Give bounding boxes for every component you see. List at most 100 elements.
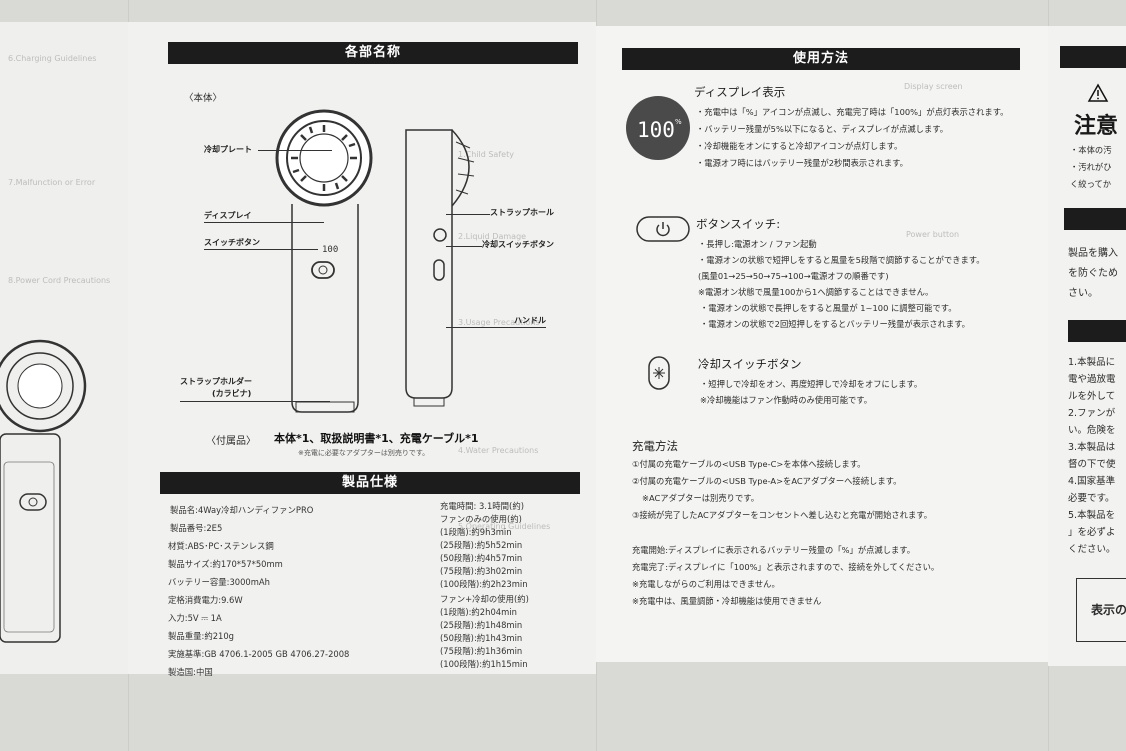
display-line: ・冷却機能をオンにすると冷却アイコンが点灯します。 (696, 141, 903, 151)
specs-title: 製品仕様 (160, 472, 580, 494)
rule-line: い。危険を (1068, 425, 1116, 436)
label-handle: ハンドル (514, 316, 546, 325)
rule-line: 必要です。 (1068, 493, 1115, 504)
spec-time-item: (25段階):約1h48min (440, 620, 523, 630)
button-line: ・電源オンの状態で短押しをすると風量を5段階で調節することができます。 (698, 255, 985, 265)
spec-time-item: (1段階):約2h04min (440, 607, 517, 617)
button-line: ・電源オンの状態で長押しをすると風量が 1~100 に調整可能です。 (700, 303, 957, 313)
spec-time-item: 充電時間: 3.1時間(約) (440, 501, 524, 511)
label-strap-holder: ストラップホルダー (180, 377, 252, 386)
faint-line: 1.Child Safety (458, 150, 514, 159)
faint-line: 4.Water Precautions (458, 446, 539, 455)
spec-item: バッテリー容量:3000mAh (168, 577, 270, 587)
faint-heading: 7.Malfunction or Error (8, 178, 96, 187)
label-cooling-switch: 冷却スイッチボタン (482, 240, 554, 249)
body-label: 〈本体〉 (184, 93, 223, 104)
display-line: ・充電中は「%」アイコンが点滅し、充電完了時は「100%」が点灯表示されます。 (696, 107, 1009, 117)
spec-item: 実施基準:GB 4706.1-2005 GB 4706.27-2008 (168, 649, 350, 659)
charging-line: ②付属の充電ケーブルの<USB Type-A>をACアダプターへ接続します。 (632, 476, 902, 486)
display-digits: 100 (322, 245, 338, 255)
rule-line: 5.本製品を (1068, 510, 1116, 521)
button-heading: ボタンスイッチ: (696, 217, 781, 231)
faint-heading: 6.Charging Guidelines (8, 54, 97, 63)
rule-line: ください。 (1068, 544, 1116, 555)
spec-item: 製品重量:約210g (168, 631, 234, 641)
charging-line: ③接続が完了したACアダプターをコンセントへ差し込むと充電が開始されます。 (632, 510, 933, 520)
spec-time-item: (1段階):約9h3min (440, 527, 512, 537)
fan-front-illustration: 100 (275, 109, 373, 413)
spec-item: 製品名:4Way冷却ハンディファンPRO (170, 505, 314, 515)
display-icon-unit: % (675, 118, 682, 126)
leader-line (446, 214, 490, 215)
accessories-label: 〈付属品〉 (206, 436, 256, 447)
cooling-heading: 冷却スイッチボタン (698, 357, 802, 371)
purchase-line: 製品を購入 (1068, 248, 1118, 259)
label-switch-button: スイッチボタン (204, 238, 260, 247)
leader-line (204, 222, 324, 223)
charging-note: ※充電中は、風量調節・冷却機能は使用できません (632, 596, 822, 606)
charging-heading: 充電方法 (632, 439, 678, 453)
power-button-icon (636, 216, 690, 242)
parts-title: 各部名称 (168, 42, 578, 64)
label-display: ディスプレイ (204, 211, 252, 220)
caution-line: ・汚れがひ (1070, 162, 1112, 172)
spec-time-item: (50段階):約4h57min (440, 553, 523, 563)
display-icon-digits: 100 (637, 118, 675, 142)
faint-heading: 8.Power Cord Precautions (8, 276, 111, 285)
warning-icon (1087, 83, 1109, 102)
rule-line: 3.本製品は (1068, 442, 1116, 453)
charging-line: ①付属の充電ケーブルの<USB Type-C>を本体へ接続します。 (632, 459, 866, 469)
parts-spec-panel: 各部名称 〈本体〉 1.Child Safety 2.Liquid Damage… (128, 22, 596, 677)
usage-title: 使用方法 (622, 48, 1020, 70)
label-strap-hole: ストラップホール (490, 208, 554, 217)
display-line: ・バッテリー残量が5%以下になると、ディスプレイが点滅します。 (696, 124, 949, 134)
faint-line: Power button (906, 230, 960, 239)
cooling-line: ・短押しで冷却をオン、再度短押しで冷却をオフにします。 (700, 379, 923, 389)
rule-line: 督の下で使 (1068, 459, 1116, 470)
left-panel: 6.Charging Guidelines 7.Malfunction or E… (0, 22, 128, 674)
label-cooling-plate: 冷却プレート (204, 145, 252, 154)
caution-line: ・本体の汚 (1070, 145, 1112, 155)
accessories-list: 本体*1、取扱説明書*1、充電ケーブル*1 (274, 432, 479, 445)
display-box-label: 表示の (1091, 603, 1126, 617)
spec-item: 製品サイズ:約170*57*50mm (168, 559, 283, 569)
cooling-line: ※冷却機能はファン作動時のみ使用可能です。 (700, 395, 873, 405)
caution-line: く絞ってか (1070, 179, 1112, 189)
purchase-line: を防ぐため (1068, 268, 1118, 279)
spec-item: 製造国:中国 (168, 667, 213, 677)
rule-line: 2.ファンが (1068, 408, 1116, 419)
leader-line (180, 401, 330, 402)
button-line: ・長押し:電源オン / ファン起動 (698, 239, 817, 249)
rule-line: 」を必ずよ (1068, 527, 1116, 538)
rule-line: 1.本製品に (1068, 357, 1116, 368)
button-line: ・電源オンの状態で2回短押しをするとバッテリー残量が表示されます。 (700, 319, 970, 329)
spec-time-item: ファンのみの使用(約) (440, 514, 522, 524)
faint-line: 2.Liquid Damage (458, 232, 527, 241)
label-carabiner: (カラビナ) (212, 389, 252, 398)
leader-line (446, 327, 546, 328)
spec-time-item: (75段階):約3h02min (440, 566, 523, 576)
spec-time-item: (50段階):約1h43min (440, 633, 523, 643)
display-icon: 100 % (626, 96, 690, 160)
charging-note: ※充電しながらのご利用はできません。 (632, 579, 780, 589)
leader-line (258, 150, 332, 151)
faint-line: Display screen (904, 82, 963, 91)
accessories-note: ※充電に必要なアダプターは別売りです。 (298, 449, 430, 457)
leader-line (204, 249, 318, 250)
display-line: ・電源オフ時にはバッテリー残量が2秒間表示されます。 (696, 158, 908, 168)
rule-line: 電や過放電 (1068, 374, 1116, 385)
caution-title: 注意 (1074, 114, 1119, 139)
usage-panel: 使用方法 Display screen Power button 100 % デ… (596, 26, 1048, 662)
spec-time-item: (75段階):約1h36min (440, 646, 523, 656)
rule-line: 4.国家基準 (1068, 476, 1116, 487)
display-box: 表示の (1076, 578, 1126, 642)
charging-line: ※ACアダプターは別売りです。 (642, 493, 760, 503)
spec-item: 製品番号:2E5 (170, 523, 223, 533)
display-heading: ディスプレイ表示 (694, 85, 786, 99)
section-bar (1064, 208, 1126, 230)
purchase-line: さい。 (1068, 288, 1098, 299)
caution-panel: 注意 ・本体の汚 ・汚れがひ く絞ってか 製品を購入 を防ぐため さい。 1.本… (1048, 26, 1126, 666)
rule-line: ルを外して (1068, 391, 1116, 402)
button-line: ※電源オン状態で風量100から1へ調節することはできません。 (698, 287, 934, 297)
spec-item: 材質:ABS･PC･ステンレス鋼 (168, 541, 274, 551)
